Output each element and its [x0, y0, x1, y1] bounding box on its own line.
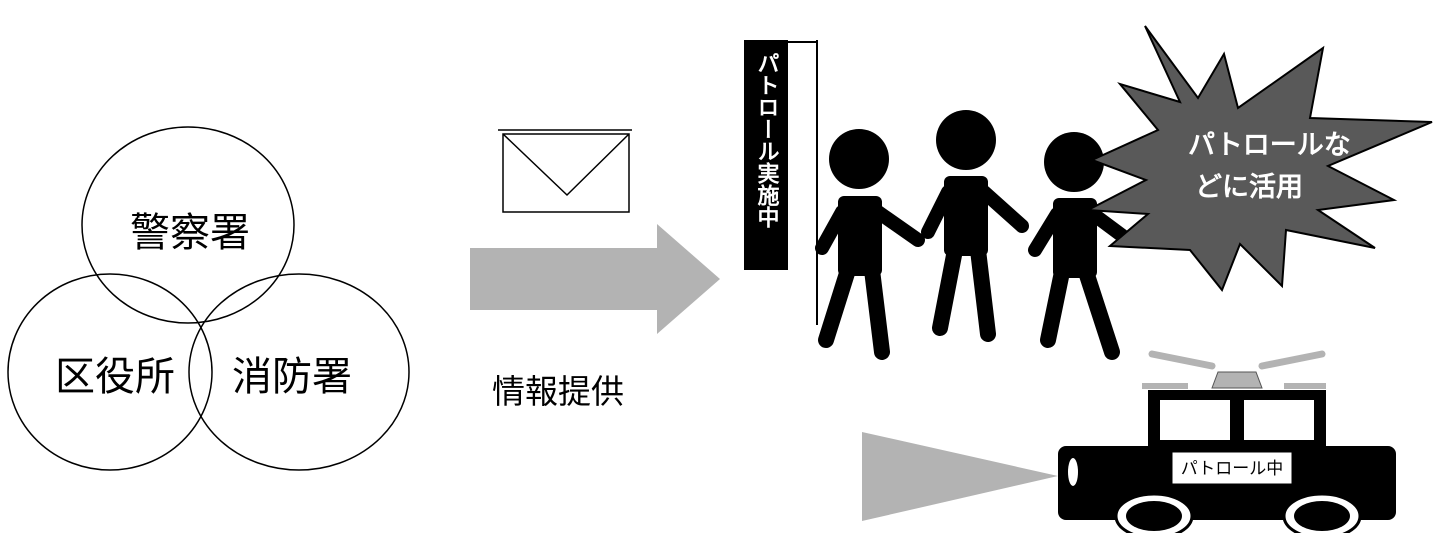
fire-station-circle: [188, 273, 410, 471]
flag-icon: [744, 40, 818, 325]
fire-station-label: 消防署: [232, 354, 352, 400]
patrol-car-icon: [1058, 350, 1396, 533]
burst-text-line-1: パトロールな: [1188, 130, 1351, 161]
person-1: [815, 129, 925, 360]
person-3: [1028, 132, 1135, 360]
ward-office-label: 区役所: [55, 354, 175, 400]
arrow-label: 情報提供: [492, 372, 624, 411]
organization-venn: [7, 126, 410, 471]
arrow-right-icon: [470, 224, 720, 334]
envelope-icon: [498, 129, 632, 213]
car-sign-text: パトロール中: [1181, 459, 1284, 479]
headlight-beam-icon: [862, 432, 1058, 521]
burst-text-line-2: どに活用: [1195, 172, 1303, 203]
person-2: [921, 110, 1029, 342]
police-circle: [81, 126, 295, 324]
ward-office-circle: [7, 273, 213, 471]
burst-icon: [1084, 25, 1433, 292]
police-label: 警察署: [130, 210, 250, 256]
flag-text: パトロール実施中: [754, 52, 780, 228]
people-icon: [815, 110, 1135, 360]
